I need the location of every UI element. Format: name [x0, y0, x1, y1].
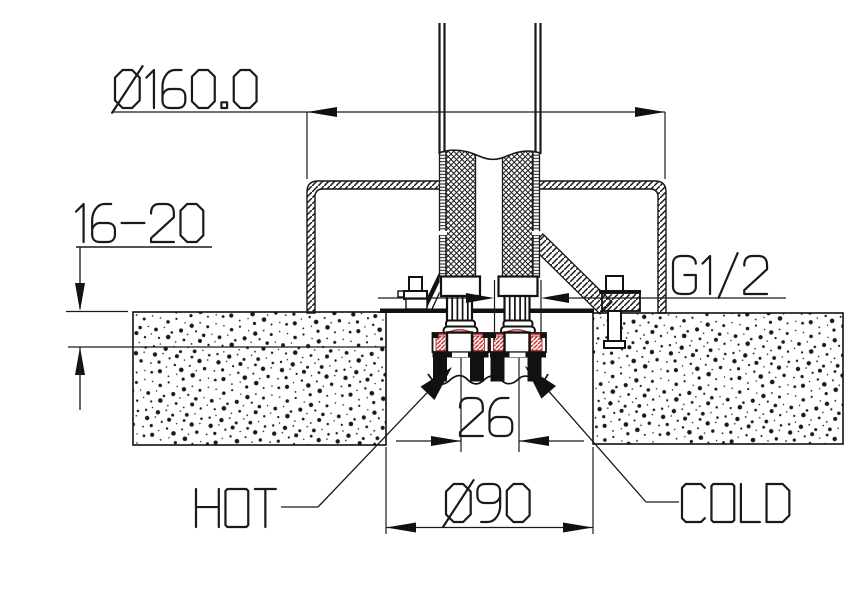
hot-arrow [420, 367, 452, 400]
hose-top-break-line [438, 149, 541, 161]
thread-arrow-left [466, 293, 494, 303]
faucet-base-cover [306, 180, 667, 314]
dim-26-arrow-left [431, 436, 461, 446]
ferrule-right [497, 275, 539, 298]
stud-shaft [607, 310, 622, 343]
ferrule-left [439, 275, 482, 298]
countertop-left-slab [132, 311, 387, 446]
dim-90-arrow-right [563, 522, 593, 533]
label-mounting-thickness [74, 202, 205, 244]
bracket-post [408, 276, 423, 292]
thread-arrow-right [541, 293, 569, 303]
label-hot [194, 487, 277, 529]
washer [599, 290, 641, 294]
supply-pipes [438, 23, 542, 154]
mounting-nut [601, 292, 641, 312]
hose-fittings [427, 275, 549, 385]
hose-wall-right [532, 149, 541, 278]
hose-braid-left [446, 150, 476, 277]
label-thread-size [671, 252, 769, 299]
hose-wall-left [438, 149, 447, 278]
dim-top-diameter [112, 107, 666, 179]
hose-nut-left [431, 329, 490, 354]
countertop [132, 311, 844, 446]
cold-arrow [525, 366, 556, 399]
thread-callout [378, 280, 786, 340]
stud-foot [603, 340, 626, 349]
label-hose-spacing [458, 396, 514, 438]
leader-cold [525, 366, 679, 503]
label-cold [680, 482, 791, 524]
bracket-base [405, 298, 428, 310]
dim-160-arrow-left [307, 107, 337, 117]
dim-90-arrow-left [386, 522, 416, 533]
dim-hole-diameter [385, 447, 594, 534]
hose-braid-right [502, 150, 533, 277]
dim-160-arrow-right [635, 107, 665, 117]
stud-cap [605, 275, 624, 293]
leader-hot [281, 367, 452, 508]
label-hole-diameter [442, 479, 531, 528]
dim-mounting-thickness [66, 246, 386, 410]
dim-16-20-arrow-down [75, 283, 85, 311]
base-plate [380, 308, 594, 313]
countertop-right-slab [592, 312, 844, 445]
mounting-stud-assembly [530, 233, 641, 349]
nipple-right [503, 294, 531, 324]
label-top-diameter [111, 65, 258, 114]
dim-26-arrow-right [519, 436, 549, 446]
fitting-leg [470, 357, 484, 382]
hose-nut-right [489, 329, 547, 354]
supply-hoses [438, 23, 542, 278]
